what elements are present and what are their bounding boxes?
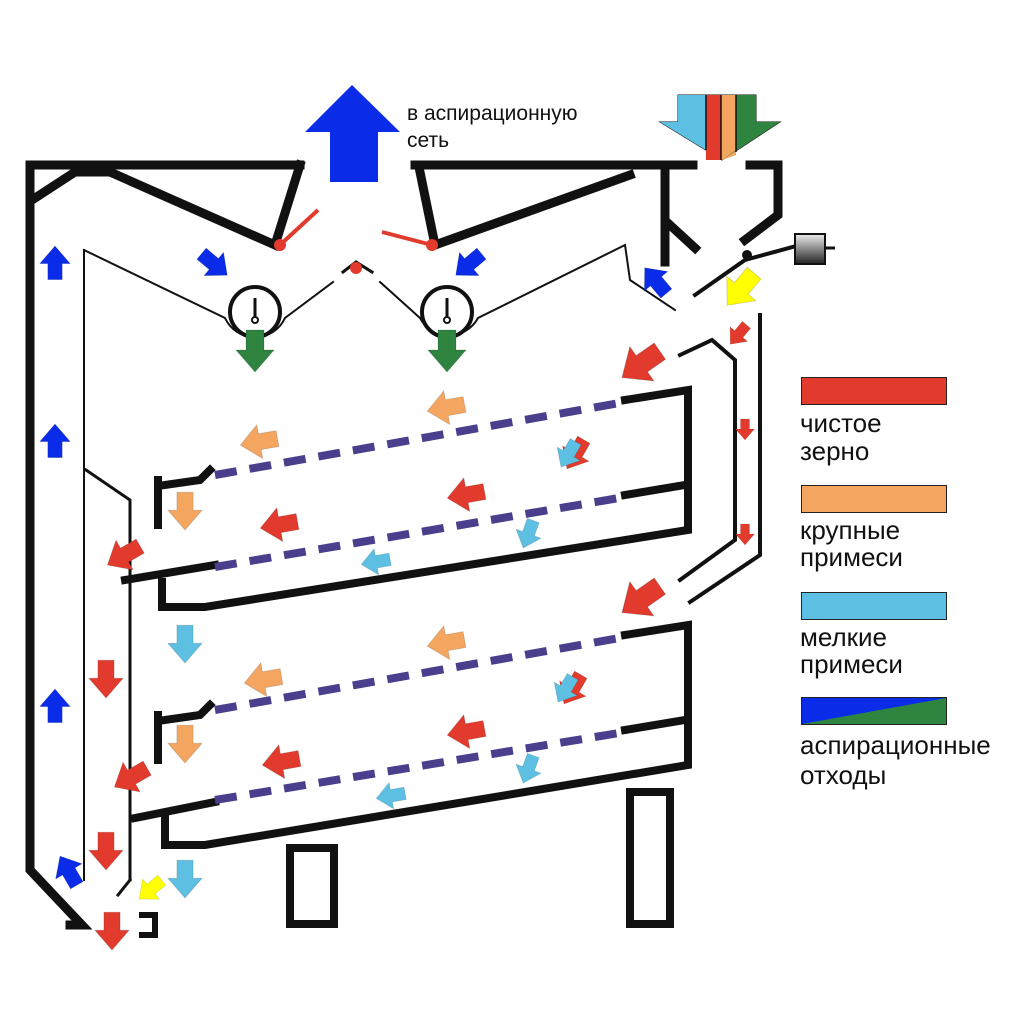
- large-impurities-flow-arrow: [166, 491, 204, 531]
- clean-grain-flow-arrow: [106, 538, 145, 571]
- leg-right: [626, 788, 674, 928]
- legend-label: примеси: [800, 649, 903, 679]
- deck2-frame: [130, 620, 692, 849]
- aspiration-blue-flow-arrow: [38, 423, 72, 459]
- flow-arrows: [38, 245, 762, 951]
- bottom-wall: [115, 877, 133, 898]
- aspiration-green-flow-arrow: [234, 329, 276, 373]
- legend-swatch-clean-grain: [801, 377, 947, 405]
- large-impurities-flow-arrow: [239, 423, 280, 460]
- counterweight: [742, 233, 835, 265]
- legend-swatch-small-impurities: [801, 592, 947, 620]
- inlet-arrow: [658, 94, 782, 161]
- deck1-upper-solid: [620, 480, 690, 500]
- large-impurities-flow-arrow: [426, 389, 467, 426]
- large-impurities-flow-arrow: [166, 724, 204, 764]
- small-impurities-flow-arrow: [556, 438, 582, 468]
- clean-grain-flow-arrow: [621, 342, 667, 382]
- large-impurities-flow-arrow: [243, 661, 284, 698]
- clean-grain-flow-arrow: [261, 743, 302, 780]
- fans: [228, 285, 474, 339]
- clean-grain-flow-arrow: [734, 418, 756, 441]
- exhaust-label-line1: в аспирационную: [407, 102, 578, 125]
- clean-grain-flow-arrow: [87, 831, 125, 871]
- clean-grain-flow-arrow: [87, 659, 125, 699]
- leg-left: [286, 844, 338, 928]
- clean-grain-flow-arrow: [446, 476, 487, 513]
- dampers: [274, 208, 438, 274]
- clean-grain-flow-arrow: [734, 523, 756, 546]
- counterweight-icon: [794, 233, 826, 265]
- fan-right: [420, 285, 474, 339]
- legend-label: примеси: [800, 542, 903, 572]
- legend-swatch-large-impurities: [801, 485, 947, 513]
- bottom-outlet: [139, 912, 158, 938]
- right-hopper: [410, 160, 665, 251]
- aspiration-blue-flow-arrow: [55, 855, 84, 890]
- clean-grain-flow-arrow: [446, 713, 487, 750]
- legend-label: аспирационные: [800, 730, 991, 760]
- clean-grain-flow-arrow: [93, 911, 131, 951]
- machine-structure: [25, 159, 803, 938]
- return-channel-outer: [687, 313, 762, 605]
- outer-wall: [25, 160, 305, 930]
- legend-label: зерно: [800, 436, 870, 466]
- legend-label: чистое: [800, 408, 882, 438]
- aspiration-blue-flow-arrow: [643, 267, 673, 299]
- large-impurities-flow-arrow: [426, 624, 467, 661]
- aspiration-blue-flow-arrow: [196, 247, 228, 277]
- aspiration-blue-flow-arrow: [38, 245, 72, 281]
- small-impurities-flow-arrow: [166, 859, 204, 899]
- inlet-t-wall: [595, 160, 702, 267]
- small-impurities-flow-arrow: [360, 547, 392, 576]
- inlet-right-wall: [738, 160, 783, 247]
- aspiration-blue-flow-arrow: [455, 247, 487, 277]
- input-yellow-flow-arrow: [726, 266, 762, 306]
- small-impurities-flow-arrow: [515, 752, 542, 784]
- deck2-upper-solid: [620, 715, 690, 735]
- legend-swatch-aspiration-waste: [801, 697, 947, 725]
- input-yellow-flow-arrow: [138, 874, 167, 900]
- aspiration-green-flow-arrow: [426, 329, 468, 373]
- legend-label: отходы: [800, 760, 887, 790]
- return-channel-inner: [677, 337, 737, 583]
- deck2-outlet: [154, 699, 216, 764]
- legend-label: мелкие: [800, 622, 888, 652]
- small-impurities-flow-arrow: [515, 517, 542, 549]
- clean-grain-flow-arrow: [113, 760, 152, 793]
- left-hopper: [25, 159, 306, 252]
- small-impurities-flow-arrow: [553, 673, 579, 703]
- inlet-valve: [692, 242, 803, 298]
- clean-grain-flow-arrow: [729, 320, 752, 345]
- exhaust-label-line2: сеть: [407, 129, 450, 152]
- small-impurities-flow-arrow: [166, 624, 204, 664]
- legend-label: крупные: [800, 515, 901, 545]
- exhaust-arrow: [305, 85, 400, 182]
- deck1-outlet: [154, 464, 216, 529]
- clean-grain-flow-arrow: [259, 506, 300, 543]
- clean-grain-flow-arrow: [621, 577, 667, 617]
- inner-channel-right: [83, 467, 132, 882]
- deck1-frame: [120, 385, 692, 611]
- aspiration-blue-flow-arrow: [38, 688, 72, 724]
- small-impurities-flow-arrow: [375, 781, 407, 810]
